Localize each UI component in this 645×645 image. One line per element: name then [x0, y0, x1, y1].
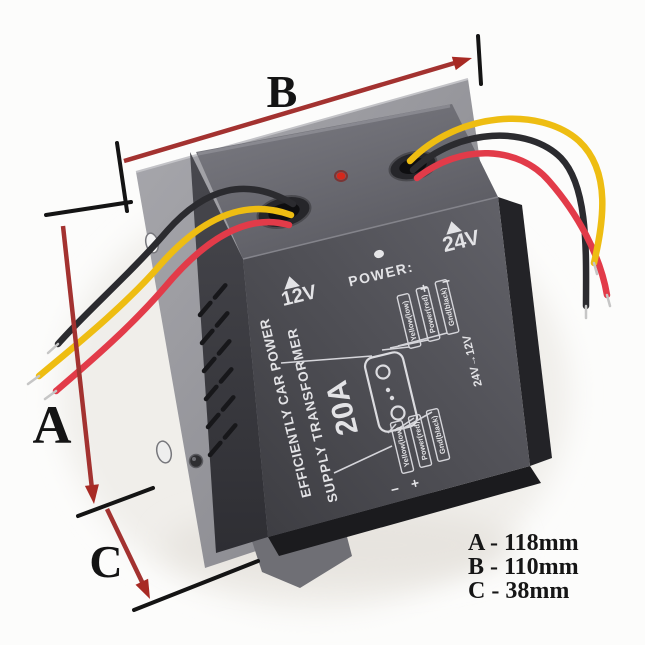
- top-edge-sheen: [197, 104, 451, 156]
- dimension-a-tick-bottom: [76, 486, 155, 518]
- dimension-annotations: B A C: [33, 34, 483, 612]
- screw-highlight: [192, 457, 196, 461]
- wire-bundle-right: [406, 115, 611, 310]
- led-ring: [334, 170, 348, 182]
- vent-slot: [205, 390, 240, 430]
- dimension-a-letter: A: [33, 395, 72, 455]
- measurement-legend: A - 118mm B - 110mm C - 38mm: [468, 530, 579, 604]
- wire-black-right: [409, 132, 590, 310]
- terminal-screw-top: [375, 364, 391, 380]
- vent-slot: [201, 334, 236, 374]
- terminal-dot: [389, 395, 395, 401]
- plus-sign: +: [409, 474, 421, 491]
- dimension-b-tick-left: [115, 141, 129, 213]
- wire-label-box: [415, 286, 441, 342]
- power-dot-icon: [374, 249, 384, 259]
- wire-yellow-right: [406, 115, 606, 267]
- measurement-b: B - 110mm: [468, 554, 579, 580]
- plate-hole-bottom: [155, 440, 173, 464]
- wire-tips-right: [584, 261, 612, 320]
- terminal-dot: [385, 387, 391, 393]
- vent-slot: [197, 278, 232, 318]
- dimension-c-arrowhead: [135, 578, 150, 599]
- dimension-c-tick-bottom: [132, 559, 260, 612]
- dimension-a-line: [60, 225, 95, 490]
- up-arrow-24v-icon: [446, 221, 462, 235]
- plus-sign: +: [418, 279, 430, 296]
- dimension-b-tick-right: [476, 34, 483, 86]
- vent-slot: [199, 306, 234, 346]
- wire-black-left: [54, 185, 297, 348]
- wire-label-box: [396, 293, 422, 349]
- wire-tips-left: [26, 342, 60, 401]
- power-led: [336, 172, 346, 180]
- wire-label-box: [425, 408, 451, 462]
- terminal-block-diagram: [363, 351, 419, 433]
- wire-red-left: [52, 218, 293, 395]
- terminal-block-outline: [363, 351, 419, 433]
- measurement-c: C - 38mm: [468, 578, 569, 604]
- minus-sign: −: [389, 480, 401, 497]
- mounting-screw: [188, 453, 204, 469]
- wire-label-box: [407, 414, 433, 468]
- box-bottom-face: [268, 466, 541, 556]
- terminal-screw-bottom: [390, 405, 406, 421]
- dimension-b-letter: B: [267, 66, 298, 117]
- dimension-b-arrowhead: [451, 56, 472, 71]
- dimension-a-tick-top: [44, 200, 133, 217]
- dimension-b-line: [123, 59, 459, 164]
- wire-yellow-left: [35, 205, 295, 380]
- box-left-face: [188, 152, 268, 553]
- wire-label-box: [389, 420, 415, 474]
- dimension-c-line: [104, 508, 147, 587]
- vent-slot: [203, 362, 238, 402]
- wire-bundle-left: [35, 185, 297, 395]
- vent-slot: [207, 418, 242, 458]
- box-right-face: [498, 197, 552, 466]
- up-arrow-12v-icon: [284, 276, 300, 290]
- minus-sign: −: [440, 272, 452, 289]
- dimension-a-arrowhead: [84, 484, 99, 504]
- dimension-c-letter: C: [89, 536, 122, 587]
- measurement-a: A - 118mm: [468, 530, 579, 556]
- front-ridge-edge: [242, 196, 499, 260]
- wire-label-box: [434, 279, 460, 335]
